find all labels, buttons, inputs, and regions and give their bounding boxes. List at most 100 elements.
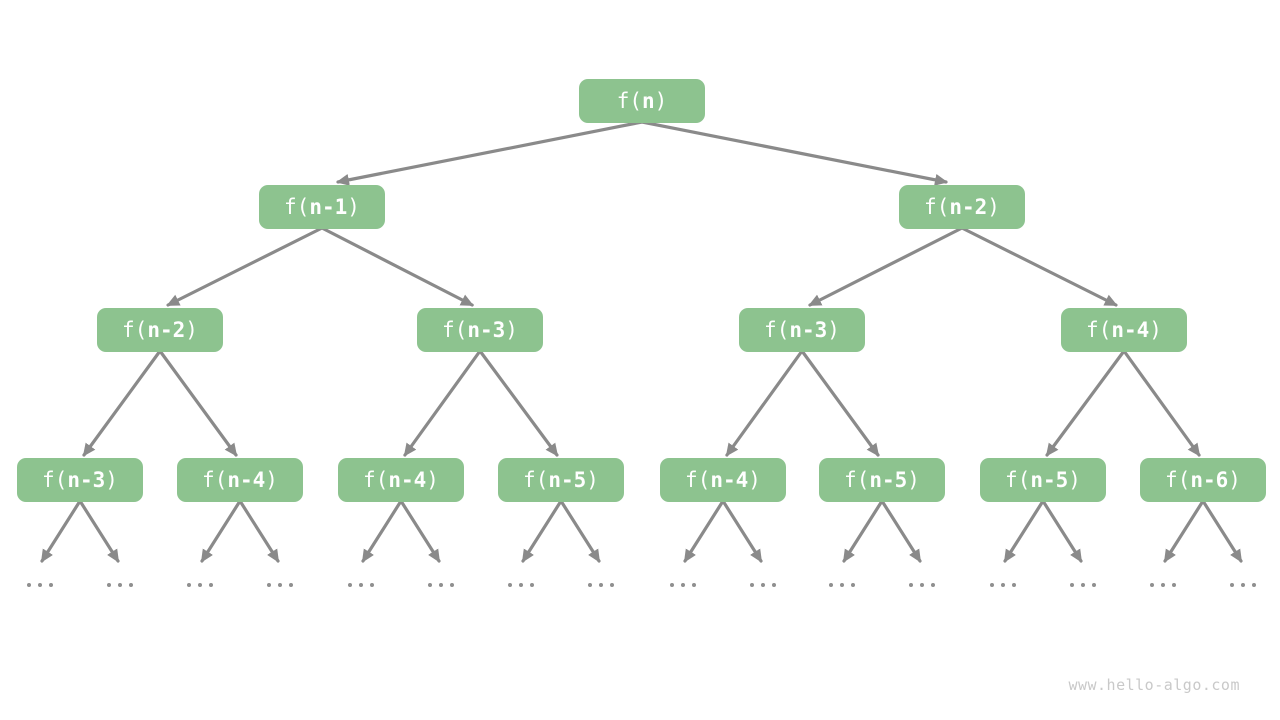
tree-node: f(n-4) [177,458,303,502]
ellipsis-dot [771,582,777,588]
ellipsis-dot [529,582,535,588]
ellipsis-dot [828,582,834,588]
ellipsis [347,582,375,588]
edge-arrow [559,499,601,563]
ellipsis [427,582,455,588]
edge-arrow [361,499,403,563]
edge-arrow [1003,499,1045,563]
node-label-part: f( [764,317,790,342]
edge-arrow [521,499,563,563]
tree-node: f(n-5) [980,458,1106,502]
edge-arrow [842,499,884,563]
node-label-part: ) [347,194,360,219]
node-label-part: ) [1068,467,1081,492]
edge-arrow [808,226,964,307]
tree-node: f(n-3) [17,458,143,502]
edge-arrow [238,499,280,563]
ellipsis-dot [691,582,697,588]
ellipsis-dot [449,582,455,588]
node-label-part: n-6 [1190,467,1229,492]
ellipsis-dot [1251,582,1257,588]
ellipsis-dot [919,582,925,588]
ellipsis-dot [850,582,856,588]
node-label-part: f( [1086,317,1112,342]
node-label-part: ) [1228,467,1241,492]
ellipsis [1149,582,1177,588]
ellipsis [1229,582,1257,588]
ellipsis-dot [117,582,123,588]
edge-arrow [640,120,948,186]
edge-arrow [78,499,120,563]
ellipsis [669,582,697,588]
edge-arrow [166,226,324,307]
edge-arrow [960,226,1118,307]
node-label-part: ) [654,88,668,113]
edge-arrow [320,226,474,307]
edge-arrow [158,349,238,457]
ellipsis-dot [587,582,593,588]
ellipsis-dot [680,582,686,588]
ellipsis-dot [288,582,294,588]
node-label-part: n-4 [710,467,749,492]
tree-node: f(n-2) [899,185,1025,229]
watermark: www.hello-algo.com [1068,676,1240,694]
node-label-part: ) [748,467,761,492]
ellipsis [26,582,54,588]
node-label-part: ) [265,467,278,492]
edge-arrow [880,499,922,563]
ellipsis [266,582,294,588]
node-label-part: ) [907,467,920,492]
tree-node: f(n-1) [259,185,385,229]
edge-arrow [725,349,804,457]
edge-arrow [40,499,82,563]
ellipsis [828,582,856,588]
ellipsis-dot [1069,582,1075,588]
ellipsis-dot [347,582,353,588]
ellipsis-dot [266,582,272,588]
ellipsis-dot [48,582,54,588]
ellipsis [106,582,134,588]
ellipsis-dot [669,582,675,588]
node-label-part: n-5 [1030,467,1069,492]
node-label-part: n-5 [548,467,587,492]
ellipsis-dot [197,582,203,588]
ellipsis-dot [1000,582,1006,588]
ellipsis-dot [507,582,513,588]
ellipsis-dot [1149,582,1155,588]
ellipsis-dot [908,582,914,588]
tree-node: f(n-4) [338,458,464,502]
ellipsis [908,582,936,588]
ellipsis-dot [1160,582,1166,588]
node-label-part: n-3 [467,317,506,342]
node-label-part: n-3 [789,317,828,342]
node-label-part: n-1 [309,194,348,219]
node-label-part: f( [42,467,68,492]
edge-arrow [1163,499,1205,563]
ellipsis-dot [1240,582,1246,588]
node-label-part: n-5 [869,467,908,492]
node-label-part: n [641,88,655,113]
node-label-part: n-3 [67,467,106,492]
tree-node: f(n-2) [97,308,223,352]
ellipsis-dot [427,582,433,588]
tree-node: f(n-6) [1140,458,1266,502]
node-label-part: ) [105,467,118,492]
ellipsis-dot [1011,582,1017,588]
ellipsis [507,582,535,588]
tree-node: f(n-4) [660,458,786,502]
node-label-part: f( [616,88,642,113]
edge-arrow [800,349,880,457]
edge-arrow [82,349,162,457]
node-label-part: f( [442,317,468,342]
edge-arrow [721,499,763,563]
ellipsis [587,582,615,588]
edge-arrow [200,499,242,563]
node-label-part: n-4 [388,467,427,492]
edge-arrow [1045,349,1126,457]
node-label-part: f( [523,467,549,492]
ellipsis-dot [749,582,755,588]
node-label-part: f( [202,467,228,492]
node-label-part: f( [924,194,950,219]
node-label-part: f( [685,467,711,492]
